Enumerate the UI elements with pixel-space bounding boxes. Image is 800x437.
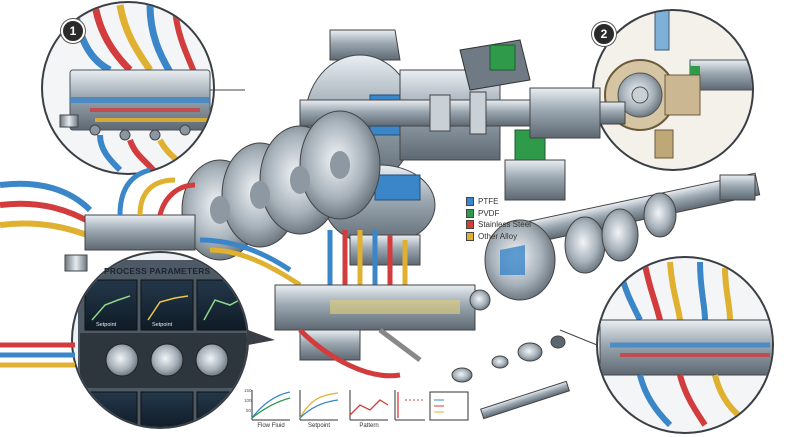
- mini-chart-legend: [429, 391, 469, 421]
- legend-label: Other Alloy: [478, 231, 518, 241]
- chart-caption-setpoint: Setpoint: [307, 423, 331, 429]
- mini-chart-pattern: [349, 390, 389, 421]
- chart-y-tick: 50: [246, 408, 252, 413]
- chart-caption-pattern: Pattern: [359, 423, 379, 429]
- process-parameters-panel: [0, 251, 275, 429]
- legend-item-ptfe: PTFE: [466, 196, 531, 208]
- legend-swatch: [466, 231, 474, 241]
- mini-charts: [251, 390, 469, 421]
- mini-chart-setpoint: [299, 390, 339, 421]
- inset-pump-head-top-right: [592, 9, 754, 171]
- legend-label: PTFE: [478, 197, 499, 206]
- mini-chart-flow: [251, 390, 291, 421]
- legend-item-stainless-steel: Stainless Steel: [466, 219, 531, 231]
- inset-manifold-top-left: [41, 1, 215, 175]
- impeller-stack: [181, 110, 381, 261]
- chart-y-tick: 100: [244, 398, 252, 403]
- inset-manifold-bottom-right: [596, 256, 774, 434]
- screen-label-setpoint-1: Setpoint: [96, 322, 117, 328]
- left-manifold: [0, 167, 196, 272]
- screen-label-setpoint-2: Setpoint: [152, 322, 173, 328]
- chart-caption-flow: Flow Fluid: [257, 423, 285, 429]
- panel-title: PROCESS PARAMETERS: [104, 266, 211, 276]
- legend-swatch: [466, 220, 474, 230]
- small-parts: [451, 335, 570, 420]
- legend-label: PVDF: [478, 208, 500, 218]
- center-manifold: [199, 230, 491, 379]
- chart-y-tick: 150: [244, 388, 252, 393]
- callout-badge-1: 1: [61, 19, 85, 43]
- legend-label: Stainless Steel: [478, 220, 531, 229]
- exploded-shaft-assembly: [484, 172, 761, 301]
- callout-badge-2: 2: [592, 22, 616, 46]
- mini-chart-extra: [394, 390, 425, 421]
- material-legend: PTFE PVDF Stainless Steel Other Alloy: [466, 196, 531, 242]
- legend-swatch: [466, 208, 474, 218]
- legend-item-pvdf: PVDF: [466, 208, 531, 220]
- legend-item-other-alloy: Other Alloy: [466, 231, 531, 243]
- legend-swatch: [466, 197, 474, 207]
